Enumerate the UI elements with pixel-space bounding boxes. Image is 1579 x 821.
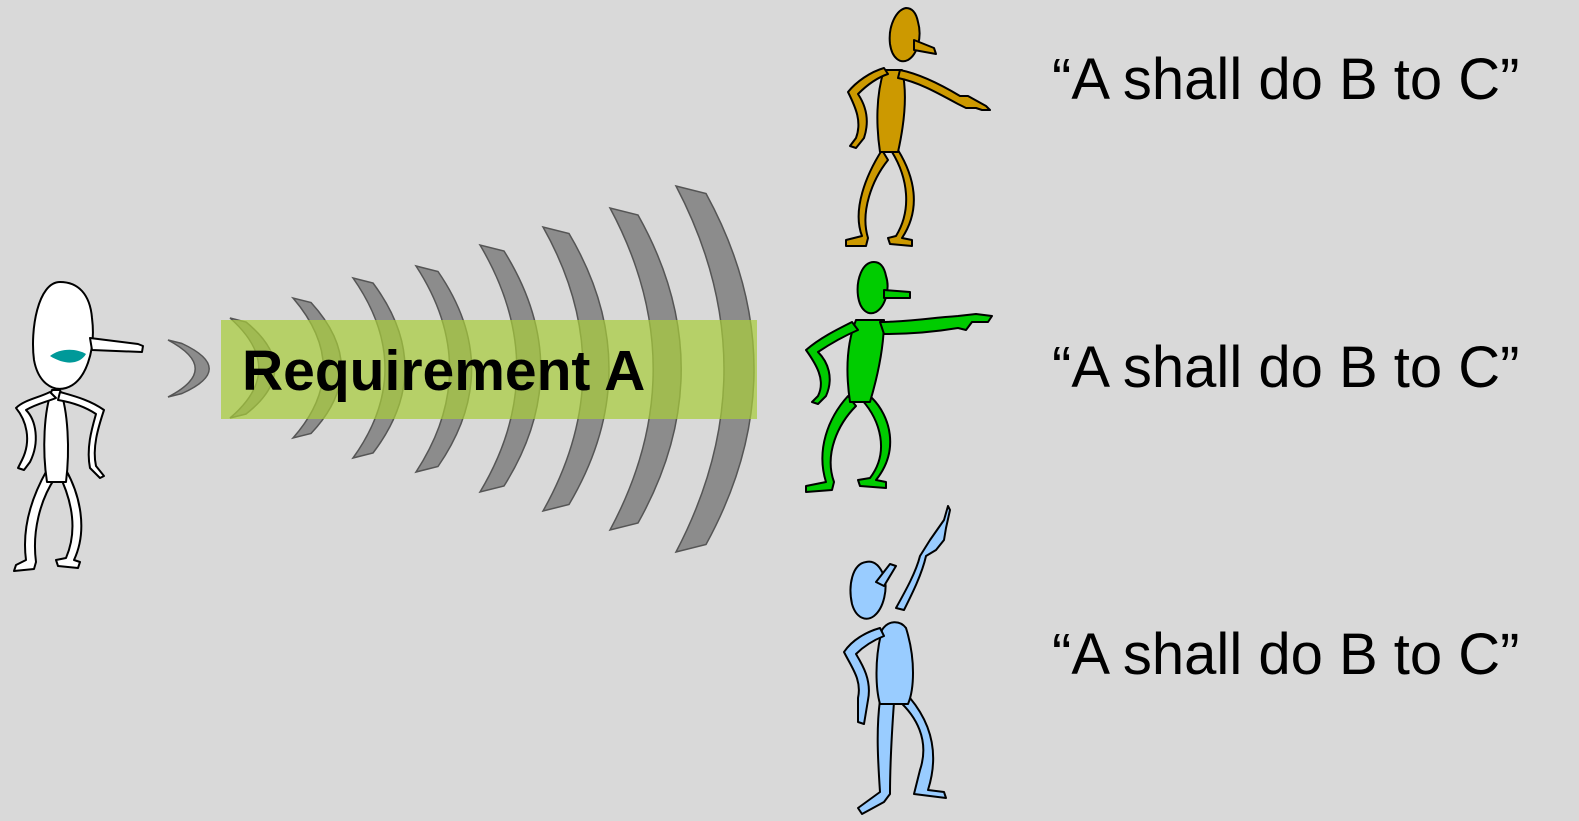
listener-green-quote: “A shall do B to C”: [1052, 335, 1520, 400]
listener-orange: [845, 7, 991, 247]
listener-blue-nose: [875, 563, 897, 587]
speaker-left-arm: [15, 391, 57, 471]
speaker-figure: [13, 281, 144, 572]
speaker-nose: [89, 337, 144, 353]
listener-blue: [843, 505, 951, 815]
requirement-label: Requirement A: [242, 339, 645, 403]
sound-wave-arc: [167, 339, 210, 398]
speaker-mouth: [50, 349, 86, 363]
listener-orange-nose: [913, 39, 937, 55]
sound-wave-arc: [608, 206, 682, 532]
listener-orange-torso: [876, 69, 906, 153]
listener-green-head: [856, 261, 889, 315]
listener-blue-torso: [875, 621, 914, 705]
listener-green-torso: [846, 319, 885, 403]
speaker-torso: [43, 389, 69, 483]
listener-green-arms: [805, 313, 993, 405]
listener-green-legs: [805, 395, 892, 493]
speaker-right-leg: [55, 469, 83, 569]
speaker-head: [32, 281, 94, 390]
listener-orange-head: [888, 7, 921, 63]
listener-orange-legs: [845, 149, 915, 247]
listener-blue-legs: [857, 697, 947, 815]
listener-orange-quote: “A shall do B to C”: [1052, 47, 1520, 112]
listener-orange-arms: [847, 67, 991, 149]
speaker-right-arm: [57, 391, 105, 479]
listener-blue-quote: “A shall do B to C”: [1052, 622, 1520, 687]
speaker-left-leg: [13, 469, 56, 572]
listener-green: [805, 261, 993, 493]
listener-blue-head: [849, 560, 887, 620]
sound-wave-arc: [674, 184, 755, 554]
requirement-banner: [221, 320, 757, 419]
listener-green-nose: [883, 289, 911, 299]
listener-blue-arms: [843, 505, 951, 725]
